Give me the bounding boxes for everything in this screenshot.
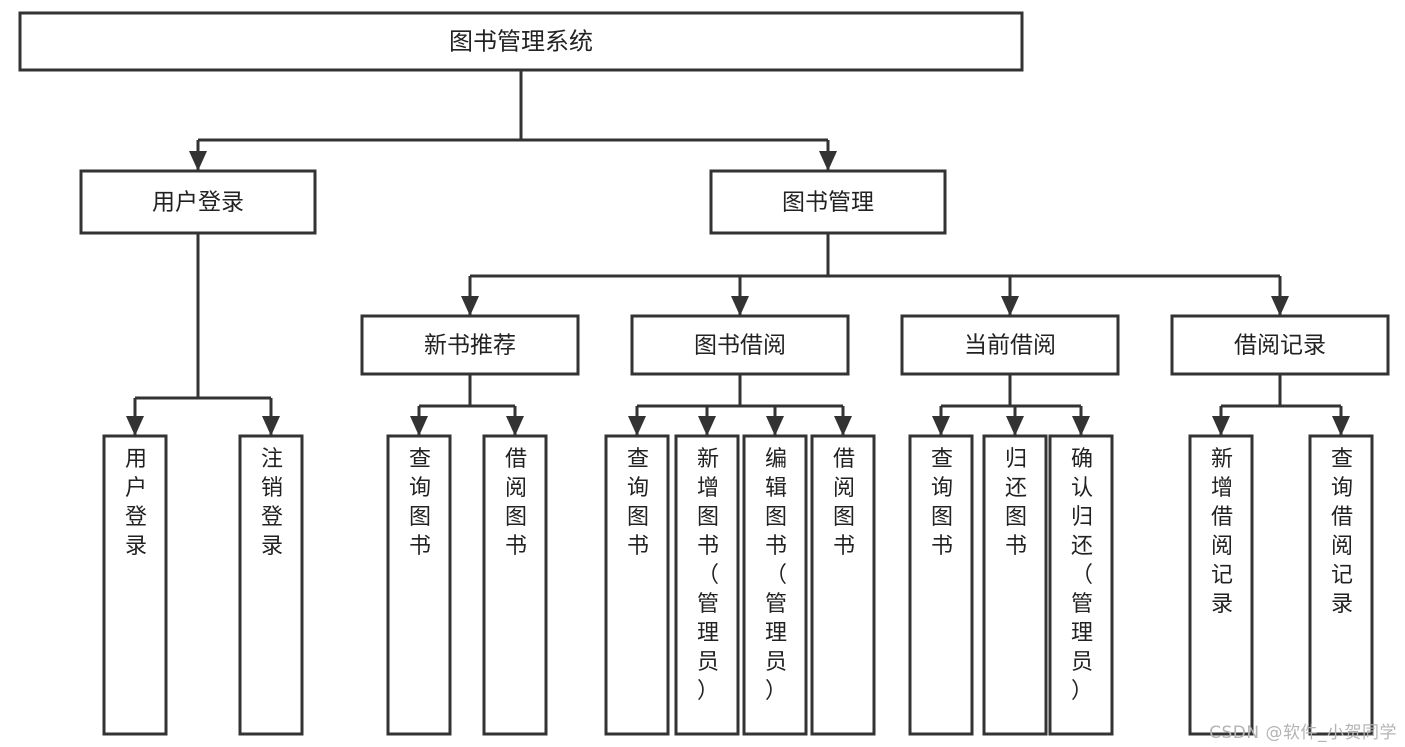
node-user-login-label: 用户登录	[152, 190, 244, 216]
leaf-leaf-borrow-book-2-label: 借阅图书	[833, 447, 855, 559]
leaf-leaf-user-login-label: 用户登录	[125, 447, 147, 559]
leaf-leaf-query-book-3[interactable]	[908, 434, 974, 736]
arrow-head-icon	[1212, 416, 1230, 436]
node-layer: 图书管理系统用户登录图书管理新书推荐图书借阅当前借阅借阅记录用户登录注销登录查询…	[18, 11, 1390, 736]
node-book-manage-label: 图书管理	[782, 190, 874, 216]
leaf-leaf-query-book-1-label: 查询图书	[409, 447, 431, 559]
leaf-leaf-query-book-2-label: 查询图书	[627, 447, 649, 559]
node-new-book-recommend[interactable]	[360, 314, 580, 376]
arrow-head-icon	[834, 416, 852, 436]
arrow-head-icon	[1271, 296, 1289, 316]
node-root-label: 图书管理系统	[449, 28, 593, 56]
leaf-leaf-borrow-book-1-label: 借阅图书	[505, 447, 527, 559]
node-book-borrow-label: 图书借阅	[694, 333, 786, 359]
arrow-head-icon	[932, 416, 950, 436]
leaf-leaf-edit-book[interactable]	[742, 434, 808, 736]
arrow-head-icon	[262, 416, 280, 436]
leaf-leaf-add-record[interactable]	[1188, 434, 1254, 736]
node-new-book-recommend-label: 新书推荐	[424, 333, 516, 359]
arrow-head-icon	[126, 416, 144, 436]
leaf-leaf-query-record[interactable]	[1308, 434, 1374, 736]
leaf-leaf-add-record-label: 新增借阅记录	[1211, 447, 1233, 617]
arrow-head-icon	[410, 416, 428, 436]
leaf-leaf-confirm-return[interactable]	[1048, 434, 1114, 736]
arrow-head-icon	[461, 296, 479, 316]
leaf-leaf-user-login[interactable]	[102, 434, 168, 736]
arrow-head-icon	[731, 296, 749, 316]
leaf-leaf-borrow-book-2[interactable]	[810, 434, 876, 736]
node-root[interactable]	[18, 11, 1024, 72]
leaf-leaf-query-record-label: 查询借阅记录	[1331, 447, 1353, 617]
leaf-leaf-logout-label: 注销登录	[261, 447, 283, 559]
leaf-leaf-logout[interactable]	[238, 434, 304, 736]
leaf-leaf-query-book-3-label: 查询图书	[931, 447, 953, 559]
leaf-leaf-edit-book-label: 编辑图书（管理员）	[765, 447, 787, 704]
arrow-head-icon	[628, 416, 646, 436]
arrow-head-icon	[506, 416, 524, 436]
arrow-head-icon	[1006, 416, 1024, 436]
node-user-login[interactable]	[79, 169, 317, 235]
leaf-leaf-query-book-2[interactable]	[604, 434, 670, 736]
node-current-borrow-label: 当前借阅	[964, 333, 1056, 359]
leaf-leaf-confirm-return-label: 确认归还（管理员）	[1071, 447, 1093, 704]
node-borrow-record-label: 借阅记录	[1234, 333, 1326, 359]
node-borrow-record[interactable]	[1170, 314, 1390, 376]
node-book-manage[interactable]	[709, 169, 947, 235]
leaf-leaf-borrow-book-1[interactable]	[482, 434, 548, 736]
leaf-leaf-query-book-1[interactable]	[386, 434, 452, 736]
connector-layer	[126, 70, 1350, 436]
node-current-borrow[interactable]	[900, 314, 1120, 376]
leaf-leaf-return-book[interactable]	[982, 434, 1048, 736]
leaf-leaf-add-book-label: 新增图书（管理员）	[697, 447, 719, 704]
arrow-head-icon	[698, 416, 716, 436]
csdn-watermark: CSDN @软件_小贺同学	[1209, 723, 1397, 743]
arrow-head-icon	[766, 416, 784, 436]
arrow-head-icon	[1001, 296, 1019, 316]
leaf-leaf-add-book[interactable]	[674, 434, 740, 736]
leaf-leaf-return-book-label: 归还图书	[1005, 447, 1027, 559]
arrow-head-icon	[189, 151, 207, 171]
arrow-head-icon	[1072, 416, 1090, 436]
arrow-head-icon	[819, 151, 837, 171]
node-book-borrow[interactable]	[630, 314, 850, 376]
arrow-head-icon	[1332, 416, 1350, 436]
